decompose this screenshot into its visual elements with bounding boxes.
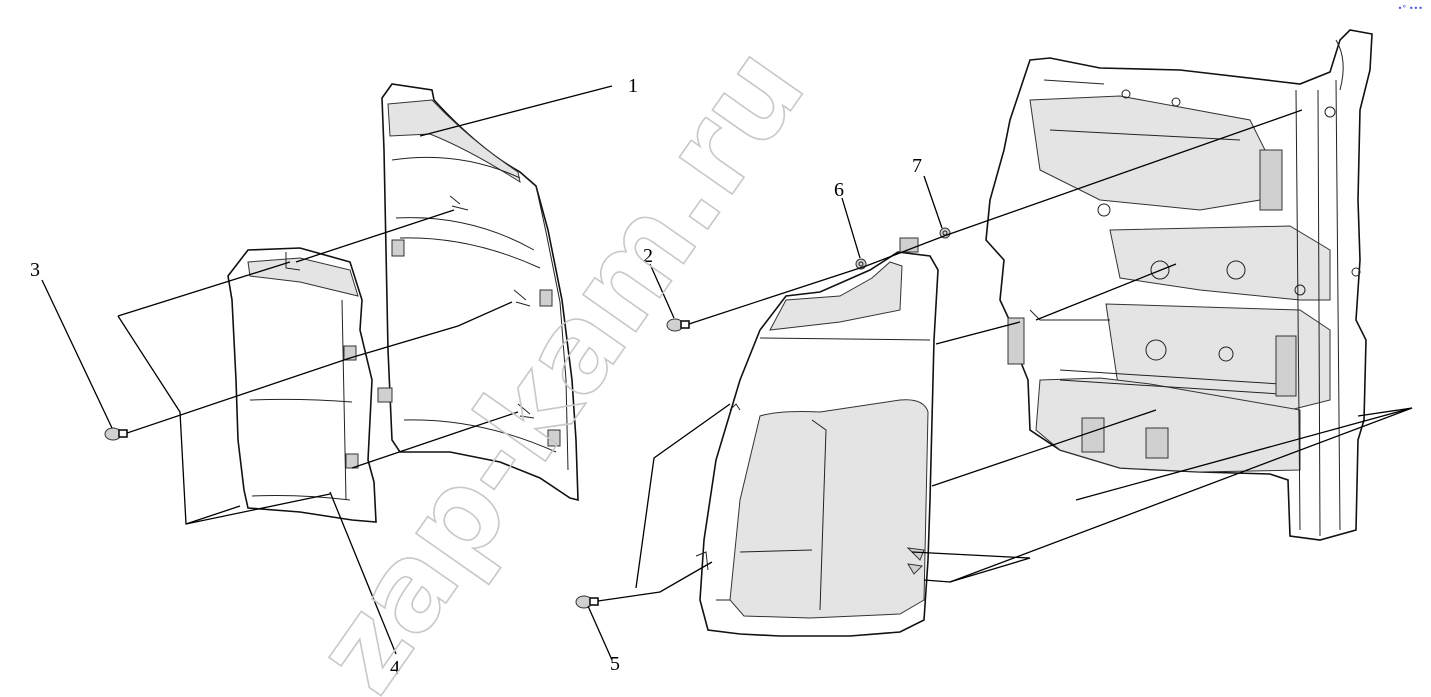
callout-leaders	[41, 85, 943, 661]
callout-7: 7	[912, 155, 922, 177]
assembly-lines	[117, 109, 1413, 602]
part-4-inner-panel	[227, 247, 377, 523]
cab-frame-structure	[985, 29, 1373, 541]
callout-6: 6	[834, 179, 844, 201]
large-trim-panel	[695, 237, 939, 637]
fastener-5-bolt	[575, 595, 599, 609]
part-1-corner-panel	[377, 83, 579, 502]
callout-2: 2	[643, 245, 653, 267]
callout-1: 1	[628, 75, 638, 97]
fastener-7-nut	[939, 227, 951, 239]
callout-4: 4	[390, 657, 400, 679]
corner-mark: •° •••	[1397, 4, 1423, 13]
callout-5: 5	[610, 653, 620, 675]
fastener-2-bolt	[666, 318, 690, 332]
fastener-3-bolt	[104, 427, 128, 441]
callout-3: 3	[30, 259, 40, 281]
